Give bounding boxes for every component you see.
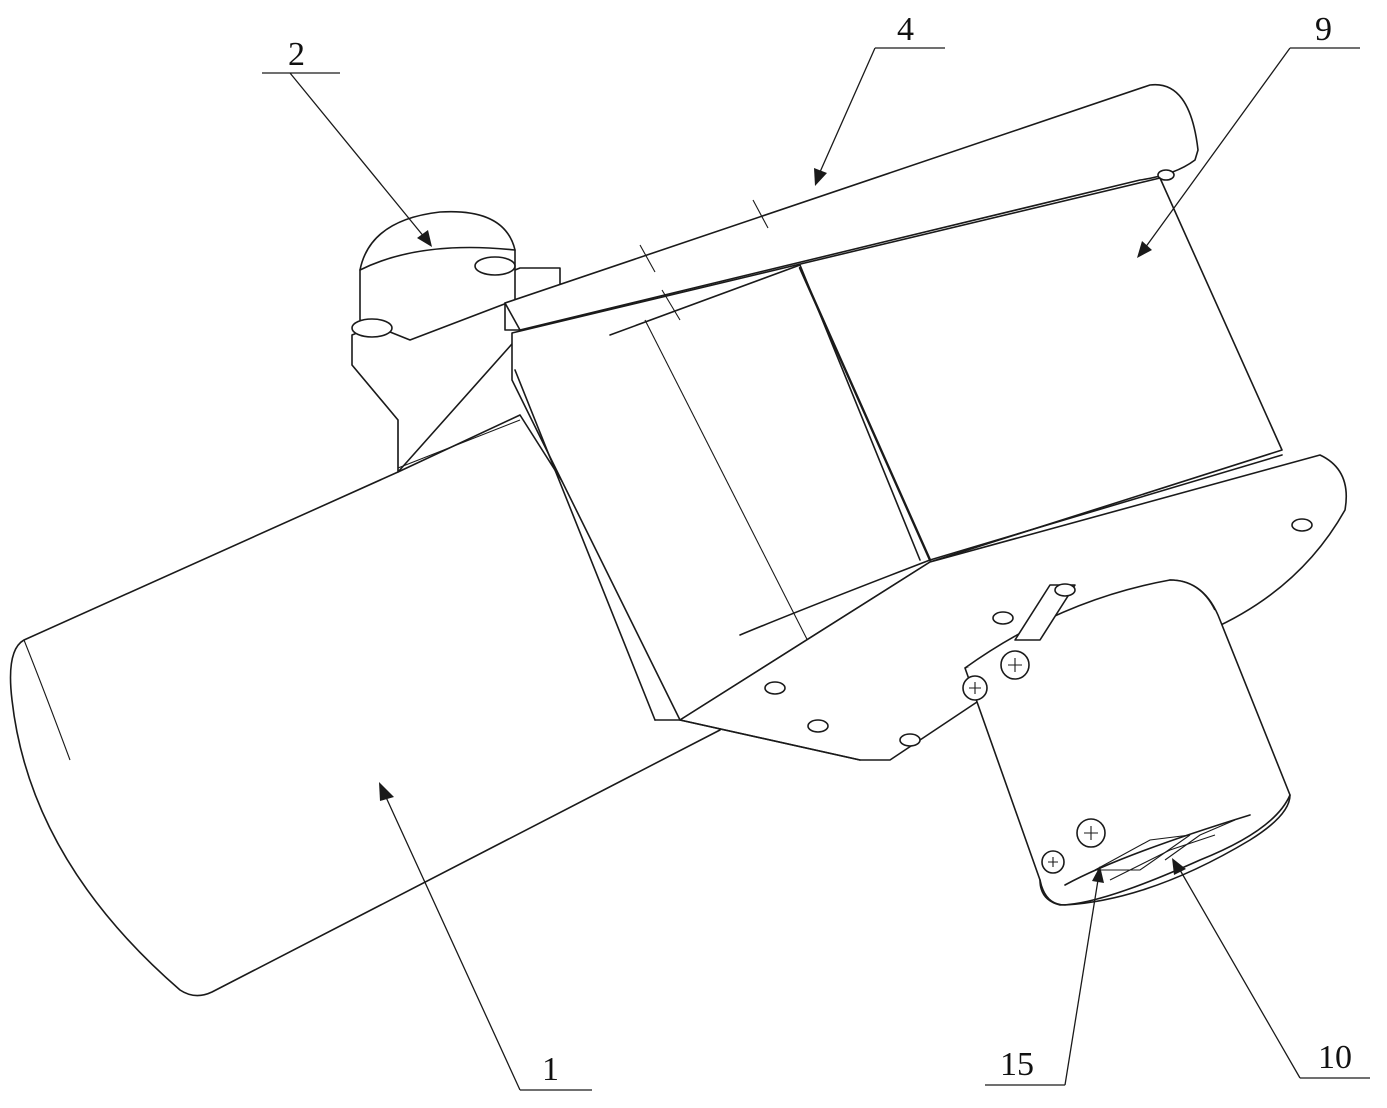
callout-label-2: 2 — [288, 36, 305, 73]
callout-label-15: 15 — [1000, 1046, 1034, 1083]
leader-15 — [985, 866, 1104, 1086]
leader-1 — [379, 782, 592, 1091]
leader-4 — [814, 47, 945, 186]
part-1-cylinder-body — [9, 414, 721, 997]
leader-9 — [1137, 47, 1360, 258]
callout-label-4: 4 — [897, 11, 914, 48]
part-bottom-plate — [514, 369, 1347, 761]
part-4-top-plate — [504, 83, 1199, 331]
part-2-connector-boss — [351, 210, 561, 473]
part-10-lower-cylinder — [962, 579, 1291, 906]
callout-label-10: 10 — [1318, 1039, 1352, 1076]
callout-label-1: 1 — [542, 1051, 559, 1088]
leader-10 — [1172, 858, 1370, 1079]
callout-label-9: 9 — [1315, 11, 1332, 48]
leader-2 — [262, 72, 432, 247]
